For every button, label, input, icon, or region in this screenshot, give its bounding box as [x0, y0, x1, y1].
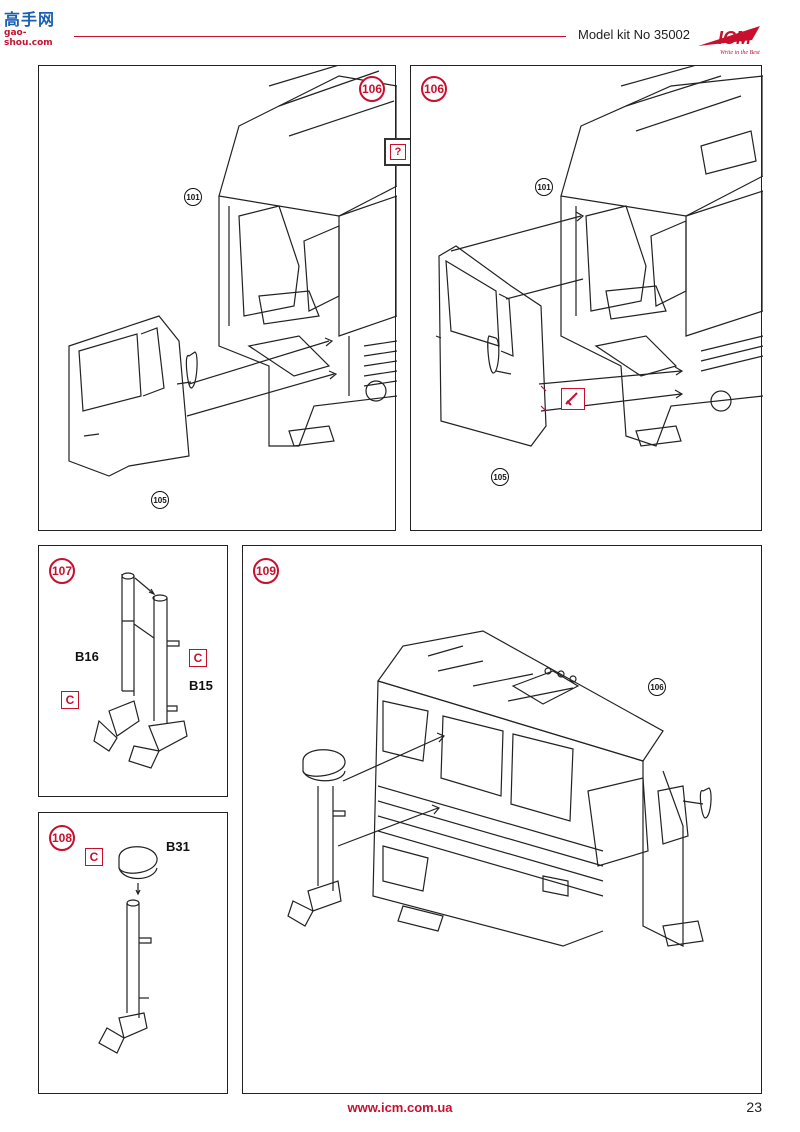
svg-text:ICM: ICM [718, 28, 752, 48]
ref-105-badge: 105 [151, 491, 169, 509]
part-b16-label: B16 [75, 649, 99, 664]
step-106-badge: 106 [359, 76, 385, 102]
part-b15-label: B15 [189, 678, 213, 693]
ref-101-badge: 101 [184, 188, 202, 206]
header-rule [74, 36, 566, 37]
step-109-badge: 109 [253, 558, 279, 584]
step-108-badge: 108 [49, 825, 75, 851]
watermark-title: 高手网 [4, 10, 56, 29]
step-108-panel: 108 B31 C [38, 812, 228, 1094]
step-107-badge: 107 [49, 558, 75, 584]
part-b31-label: B31 [166, 839, 190, 854]
step-106-right-panel: 106 101 105 [410, 65, 763, 531]
step-106-badge-right: 106 [421, 76, 447, 102]
step-107-panel: 107 B16 B15 C C [38, 545, 228, 797]
ref-101-badge-right: 101 [535, 178, 553, 196]
page-number: 23 [746, 1099, 762, 1115]
ref-106-badge: 106 [648, 678, 666, 696]
watermark-logo: 高手网 gao-shou.com [4, 6, 74, 48]
ref-105-badge-right: 105 [491, 468, 509, 486]
cement-icon: C [189, 649, 207, 667]
glue-brush-icon [561, 388, 585, 410]
footer-url: www.icm.com.ua [347, 1100, 453, 1115]
model-kit-number: Model kit No 35002 [578, 27, 691, 42]
watermark-url: gao-shou.com [4, 28, 53, 48]
question-box: ? [384, 138, 412, 166]
cement-icon: C [61, 691, 79, 709]
icm-logo: ICM Write in the Best [690, 18, 790, 56]
logo-tagline: Write in the Best [720, 50, 760, 56]
question-icon: ? [390, 144, 406, 160]
step-109-panel: 109 106 [242, 545, 762, 1094]
cement-icon: C [85, 848, 103, 866]
step-106-left-panel: 106 101 105 [38, 65, 397, 531]
